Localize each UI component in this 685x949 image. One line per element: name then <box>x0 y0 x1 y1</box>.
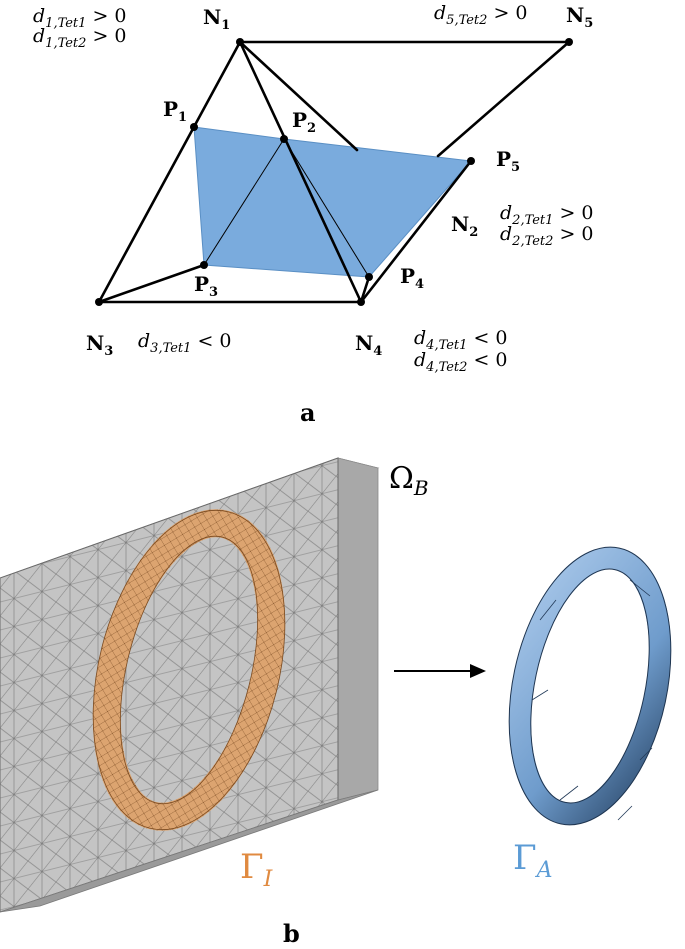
dist-d4-tet2: d4,Tet2 < 0 <box>414 349 508 375</box>
dist-d2-tet1: d2,Tet1 > 0 <box>500 202 594 228</box>
panel-b: ΩB ΓI ΓA b <box>0 457 672 948</box>
ring-gamma-a <box>508 546 672 826</box>
panel-a-label: a <box>300 398 316 427</box>
mesh-block-front <box>0 457 339 913</box>
plane-diagonal-p3-p2 <box>203 138 285 266</box>
mesh-block-side <box>337 457 379 801</box>
label-p4: P4 <box>400 264 424 292</box>
dist-d5-tet2: d5,Tet2 > 0 <box>434 2 528 28</box>
label-p2: P2 <box>292 108 316 136</box>
label-p5: P5 <box>496 147 520 175</box>
panel-a: N1 N5 N2 N3 N4 P1 P2 P5 P3 P4 d1,Tet1 > … <box>33 2 594 427</box>
panel-b-label: b <box>283 919 300 948</box>
ring-gamma-i <box>92 509 286 831</box>
mesh-block-bottom-edge <box>0 789 379 913</box>
label-gamma-a: ΓA <box>513 838 552 883</box>
dist-d4-tet1: d4,Tet1 < 0 <box>414 327 508 353</box>
label-gamma-i: ΓI <box>240 847 274 892</box>
dist-d1-tet2: d1,Tet2 > 0 <box>33 25 127 51</box>
label-n4: N4 <box>355 331 382 359</box>
label-n3: N3 <box>86 331 113 359</box>
vertex-dots <box>95 38 573 306</box>
dist-d3-tet1: d3,Tet1 < 0 <box>138 330 232 356</box>
dist-d1-tet1: d1,Tet1 > 0 <box>33 5 127 31</box>
tetra-edges <box>97 40 571 304</box>
arrow-right-icon <box>394 664 486 678</box>
label-omega-b: ΩB <box>389 461 429 500</box>
label-p3: P3 <box>194 272 218 300</box>
dist-d2-tet2: d2,Tet2 > 0 <box>500 223 594 249</box>
intersection-plane <box>193 126 473 278</box>
label-p1: P1 <box>163 97 187 125</box>
plane-diagonal-p2-p4 <box>283 138 370 278</box>
label-n5: N5 <box>566 3 593 31</box>
label-n2: N2 <box>451 212 478 240</box>
label-n1: N1 <box>203 5 230 33</box>
